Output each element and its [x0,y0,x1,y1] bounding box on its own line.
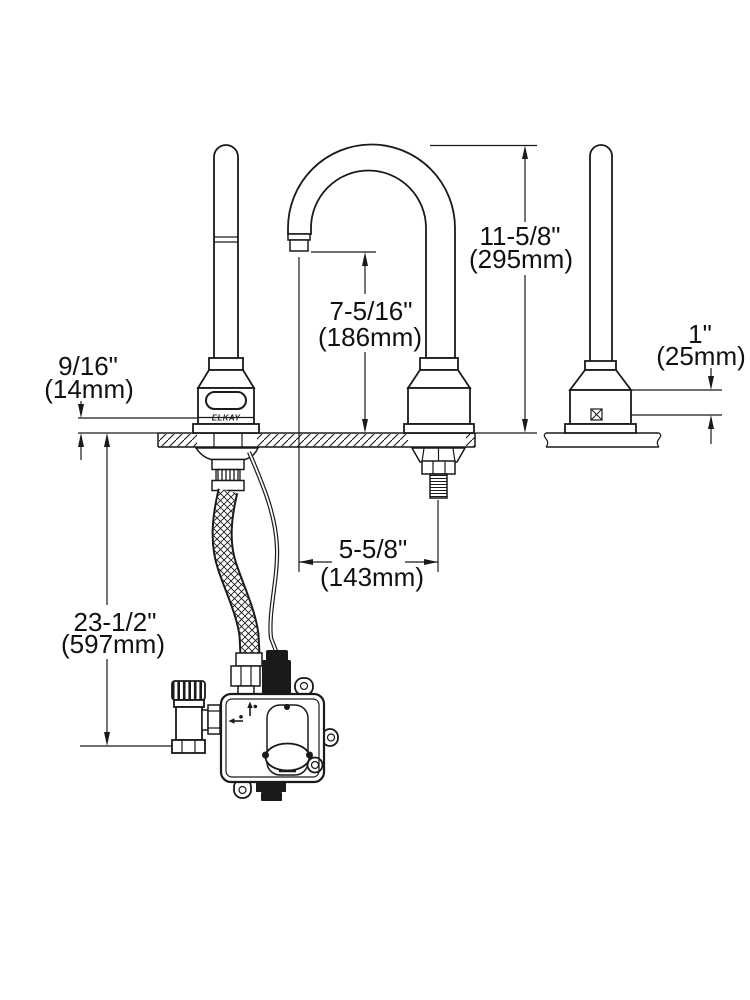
mode-button-outer [306,756,324,774]
cover-screw-top [284,704,290,710]
shank-fitting-ribbed [215,468,241,482]
mounting-nut-facets [432,461,446,474]
sensor-column-seam [214,236,238,243]
hose-ferrule [235,652,263,667]
supply-drop-metric: (597mm) [61,629,165,659]
sensor-base-shoulder [196,369,256,389]
gooseneck-base-trim-ring [403,423,475,434]
dimension-overall-height: 11-5/8" (295mm) [430,144,573,434]
mounting-ear-top-right [294,677,314,696]
valve-body [175,706,203,741]
water-inlet-icon [228,715,243,724]
brand-logo: ELKAY [212,414,241,423]
spout-offset-inches: 5-5/8" [339,534,408,564]
mode-button-inner [310,760,320,770]
valve-inlet-nut-facets [181,740,196,753]
battery-cover-oval [264,742,311,772]
cover-screw-left [262,751,269,759]
gooseneck-threaded-stud [429,473,448,499]
gooseneck-tube [287,143,456,359]
cover-screw-right [306,751,313,759]
sensor-base-trim-ring [192,423,260,434]
side-view-collar [584,360,617,371]
shank-fitting-lower [211,479,245,492]
valve-outlet-neck [201,709,209,731]
side-view-tube [589,144,613,361]
valve-bonnet [173,699,205,708]
side-deck-break-marks [543,432,662,448]
side-view-sensor-detail [590,408,603,421]
sensor-cable [247,451,280,652]
sensor-column-collar [208,357,244,371]
sensor-shank-flange [194,447,260,461]
control-box-inner-line [225,698,320,778]
dimension-outlet-height: 7-5/16" (186mm) [311,251,422,433]
shank-fitting-upper [211,458,245,471]
gooseneck-collar [419,357,459,371]
valve-outlet-nut [207,704,221,735]
overall-height-inches: 11-5/8" [479,221,560,251]
deck-trim-metric: (14mm) [44,374,134,404]
deck-trim-inches: 9/16" [58,351,118,381]
side-view-shoulder [568,369,633,391]
deck-hatch-right [466,434,475,447]
dimension-spout-offset: 5-5/8" (143mm) [298,257,439,592]
sensor-column-front-view: ELKAY [192,144,260,434]
sensor-shank-through-deck [213,433,243,447]
sensor-height-inches: 1" [688,319,712,349]
sensor-column-side-view [564,144,637,434]
supply-drop-inches: 23-1/2" [74,607,157,637]
sensor-column-tube [213,144,239,358]
dimension-annotations: 11-5/8" (295mm) 7-5/16" (186mm) 9/16" (1… [44,144,746,747]
valve-inlet-nut [171,739,206,754]
side-view-trim-ring [564,423,637,434]
spout-aerator [289,239,309,252]
side-deck-lines [546,432,659,448]
control-box [219,650,339,801]
dimension-sensor-height: 1" (25mm) [604,319,746,444]
shutoff-valve [171,680,221,754]
outlet-height-metric: (186mm) [318,322,422,352]
spout-end-ring [287,233,311,241]
gooseneck-mounting-nut [421,460,456,475]
hose-coupling-nut [230,665,261,687]
sensor-height-metric: (25mm) [656,341,746,371]
braided-supply-hose [211,488,261,656]
valve-outlet-nut-facets [208,710,220,729]
gooseneck-spout-front-view [287,143,475,499]
dimension-supply-drop: 23-1/2" (597mm) [61,433,172,747]
gooseneck-base-shoulder [406,369,472,389]
bottom-connector-lower [261,792,282,801]
overall-height-metric: (295mm) [469,244,573,274]
gooseneck-base [407,387,471,425]
deck-outline [157,432,476,448]
lock-washer-teeth [421,447,456,463]
deck-hatch-left [159,434,197,447]
cable-gland-cap [266,650,288,661]
sensor-window [205,391,247,410]
dimension-deck-trim: 9/16" (14mm) [44,351,197,460]
spout-offset-metric: (143mm) [320,562,424,592]
deck-hatch-middle [257,434,408,447]
outlet-height-inches: 7-5/16" [330,296,413,326]
bottom-connector-upper [256,782,286,792]
valve-handle [171,680,206,701]
counter-deck [157,432,662,448]
coupling-nut-facets [240,666,252,686]
cable-gland-body [262,660,291,695]
mounting-ear-bottom-left [233,778,252,799]
water-outlet-icon [247,701,258,716]
below-deck-assembly [194,447,280,696]
